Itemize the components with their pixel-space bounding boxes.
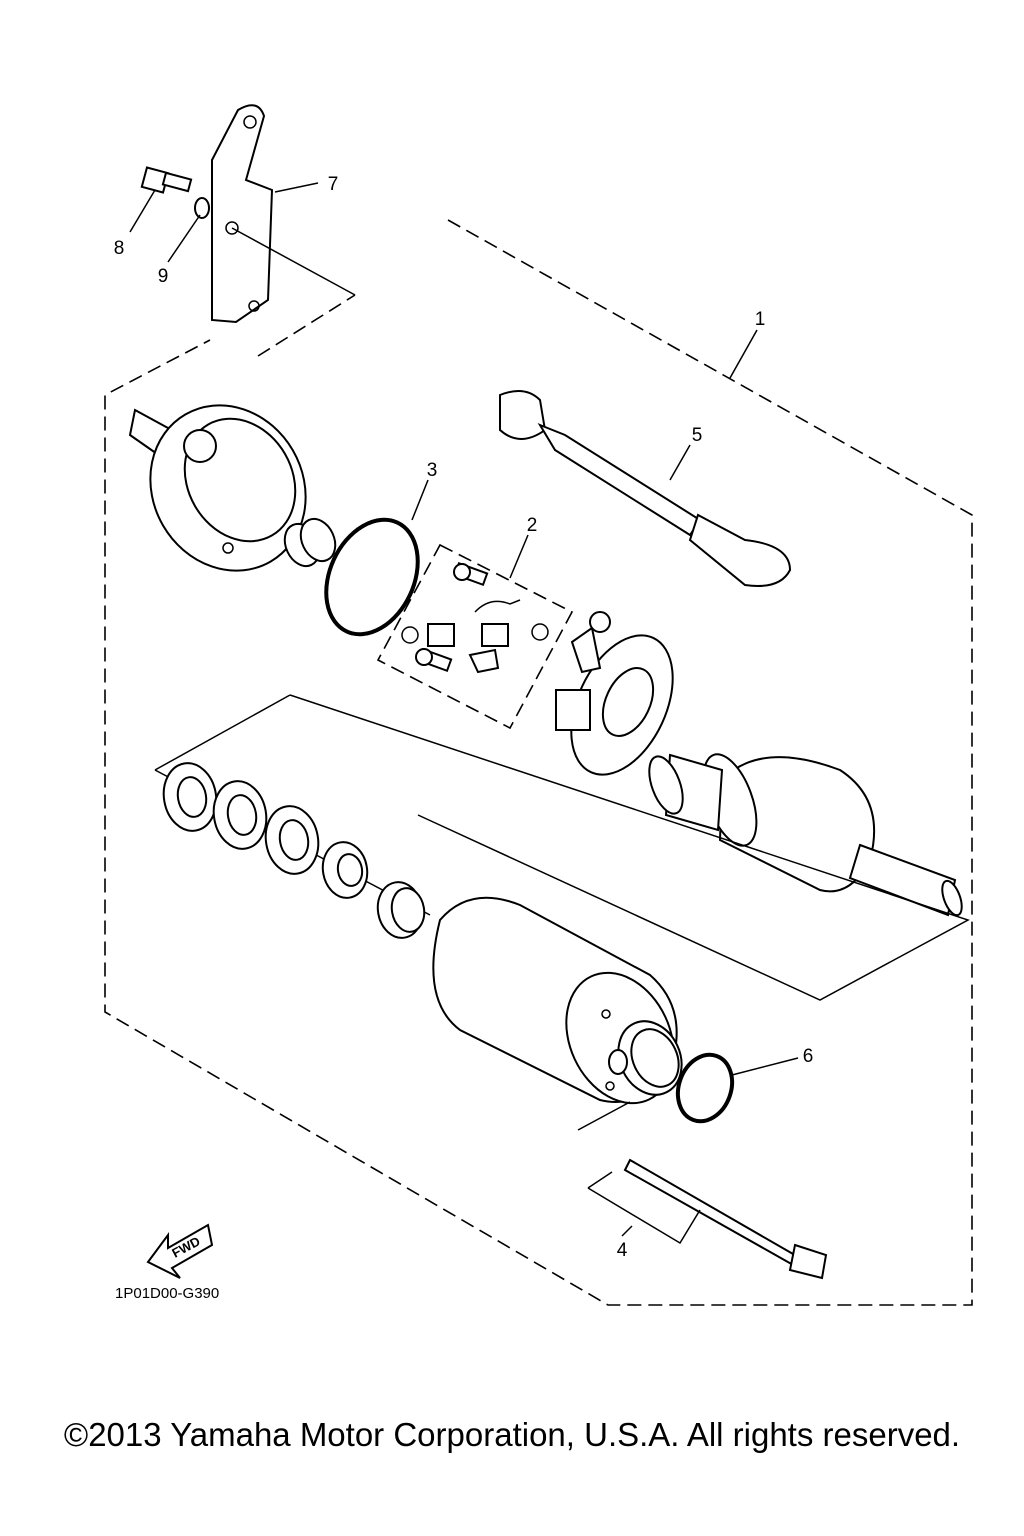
callout-1: 1 — [755, 309, 766, 330]
fwd-arrow-icon: FWD — [146, 1223, 214, 1279]
assembly-boundary — [104, 219, 973, 1306]
brush-holder-part — [555, 611, 674, 776]
bracket-part — [211, 104, 356, 324]
bushing-part — [283, 517, 337, 568]
armature-part — [648, 753, 963, 917]
brush-kit-contents — [401, 561, 549, 674]
yoke-housing-part — [432, 896, 683, 1105]
o-ring-small-part — [675, 1052, 735, 1124]
callout-6: 6 — [803, 1046, 814, 1067]
washer-stack-line — [154, 694, 291, 771]
callout-4: 4 — [617, 1240, 628, 1261]
lead-wire-part — [499, 390, 792, 587]
armature-assembly-line — [289, 694, 970, 1001]
brush-kit-boundary — [376, 543, 574, 730]
callout-3: 3 — [427, 460, 438, 481]
front-cover-part — [128, 404, 307, 572]
o-ring-part — [324, 517, 420, 637]
copyright-notice: ©2013 Yamaha Motor Corporation, U.S.A. A… — [63, 1416, 961, 1453]
leader-lines — [129, 182, 799, 1237]
washer-part — [194, 197, 210, 219]
through-bolt-part — [608, 1049, 828, 1280]
callout-2: 2 — [527, 515, 538, 536]
callout-7: 7 — [328, 174, 339, 195]
callout-8: 8 — [114, 238, 125, 259]
diagram-code: 1P01D00-G390 — [115, 1285, 219, 1302]
bolt-kit-bracket — [587, 1187, 701, 1245]
callout-5: 5 — [692, 425, 703, 446]
bracket-boundary — [257, 294, 356, 357]
washer-stack — [162, 762, 426, 939]
callout-9: 9 — [158, 266, 169, 287]
bolt-part — [140, 166, 193, 194]
